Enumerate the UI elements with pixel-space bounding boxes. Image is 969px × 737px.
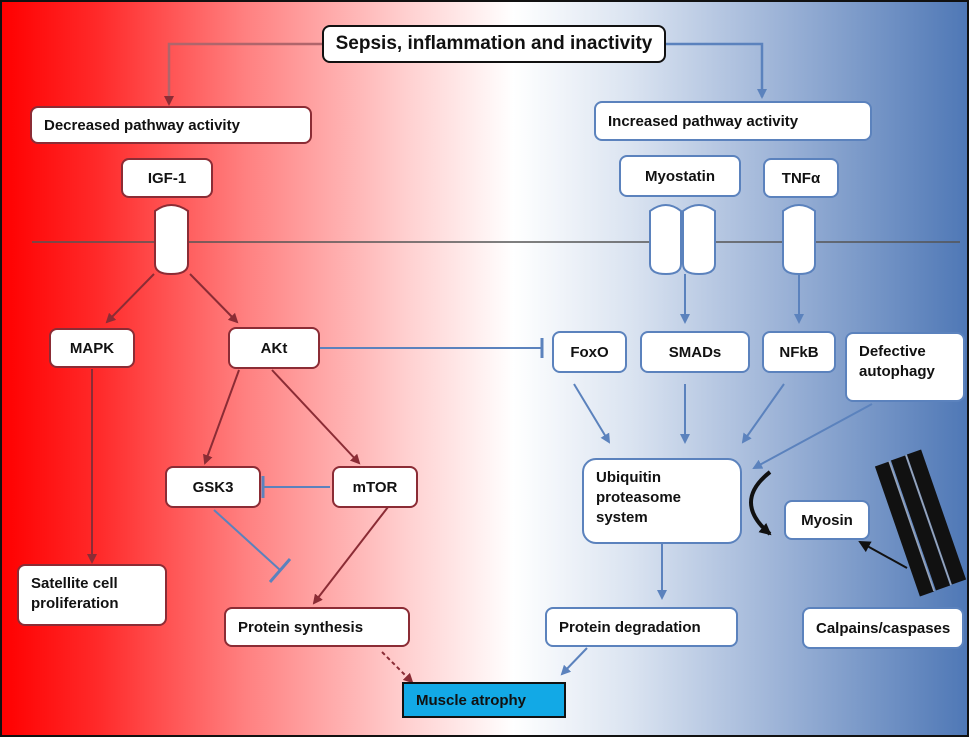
myosin-box: Myosin <box>784 500 870 540</box>
increased-pathway-box: Increased pathway activity <box>594 101 872 141</box>
arrow-synthesis-to-atrophy-dashed <box>381 651 414 684</box>
protein-synthesis-box: Protein synthesis <box>224 607 410 647</box>
myosin-label: Myosin <box>801 511 853 529</box>
mapk-box: MAPK <box>49 328 135 368</box>
myostatin-receptor-right-icon <box>682 204 716 276</box>
arrow-foxo-to-ups <box>573 383 611 444</box>
igf1-receptor-icon <box>154 204 189 276</box>
arrow-mtor-to-protein-synthesis <box>312 506 389 605</box>
mtor-box: mTOR <box>332 466 418 508</box>
protein-synthesis-label: Protein synthesis <box>238 618 364 636</box>
ubiquitin-proteasome-box: Ubiquitin proteasome system <box>582 458 742 544</box>
myostatin-label: Myostatin <box>644 167 715 185</box>
gsk3-label: GSK3 <box>192 478 234 496</box>
mapk-label: MAPK <box>69 339 115 357</box>
arrow-igf1-to-akt <box>189 273 239 324</box>
ubiquitin-proteasome-label: Ubiquitin proteasome system <box>596 469 682 526</box>
nfkb-label: NFkB <box>779 343 819 361</box>
foxo-box: FoxO <box>552 331 627 373</box>
inhibit-gsk3-synthesis-bar <box>268 558 292 583</box>
arrow-akt-to-mtor <box>271 369 361 465</box>
nfkb-box: NFkB <box>762 331 836 373</box>
foxo-label: FoxO <box>570 343 609 361</box>
gsk3-box: GSK3 <box>165 466 261 508</box>
satellite-cell-box: Satellite cell proliferation <box>17 564 167 626</box>
ubiquitin-myosin-curved-arrow <box>749 470 772 536</box>
igf1-box: IGF-1 <box>121 158 213 198</box>
smads-box: SMADs <box>640 331 750 373</box>
smads-label: SMADs <box>668 343 722 361</box>
arrow-title-to-increased <box>666 42 767 99</box>
calpains-caspases-label: Calpains/caspases <box>816 619 951 637</box>
akt-label: AKt <box>260 339 288 357</box>
defective-autophagy-box: Defective autophagy <box>845 332 965 402</box>
mtor-label: mTOR <box>352 478 398 496</box>
muscle-atrophy-label: Muscle atrophy <box>416 691 527 709</box>
arrow-calpains-to-myosin <box>858 541 908 569</box>
defective-autophagy-label: Defective autophagy <box>859 343 935 380</box>
akt-box: AKt <box>228 327 320 369</box>
protein-degradation-label: Protein degradation <box>559 618 701 636</box>
arrow-autophagy-to-ups <box>752 403 873 469</box>
muscle-atrophy-box: Muscle atrophy <box>402 682 566 718</box>
title-text: Sepsis, inflammation and inactivity <box>335 33 653 54</box>
arrow-nfkb-to-ups <box>741 383 785 444</box>
protein-degradation-box: Protein degradation <box>545 607 738 647</box>
arrow-igf1-to-mapk <box>105 273 155 324</box>
tnf-label: TNFα <box>781 169 821 187</box>
myostatin-box: Myostatin <box>619 155 741 197</box>
tnf-receptor-icon <box>782 204 816 276</box>
myosin-filament-icon <box>874 449 967 597</box>
tnf-box: TNFα <box>763 158 839 198</box>
arrow-title-to-decreased <box>164 42 322 106</box>
satellite-cell-label: Satellite cell proliferation <box>31 575 119 612</box>
decreased-pathway-box: Decreased pathway activity <box>30 106 312 144</box>
inhibit-gsk3-synthesis-line <box>213 509 281 571</box>
arrow-degradation-to-atrophy <box>560 647 588 676</box>
decreased-pathway-label: Decreased pathway activity <box>44 116 240 134</box>
increased-pathway-label: Increased pathway activity <box>608 112 799 130</box>
myostatin-receptor-left-icon <box>649 204 682 276</box>
arrow-akt-to-gsk3 <box>203 369 240 465</box>
title-box: Sepsis, inflammation and inactivity <box>322 25 666 63</box>
calpains-caspases-box: Calpains/caspases <box>802 607 964 649</box>
igf1-label: IGF-1 <box>147 169 187 187</box>
